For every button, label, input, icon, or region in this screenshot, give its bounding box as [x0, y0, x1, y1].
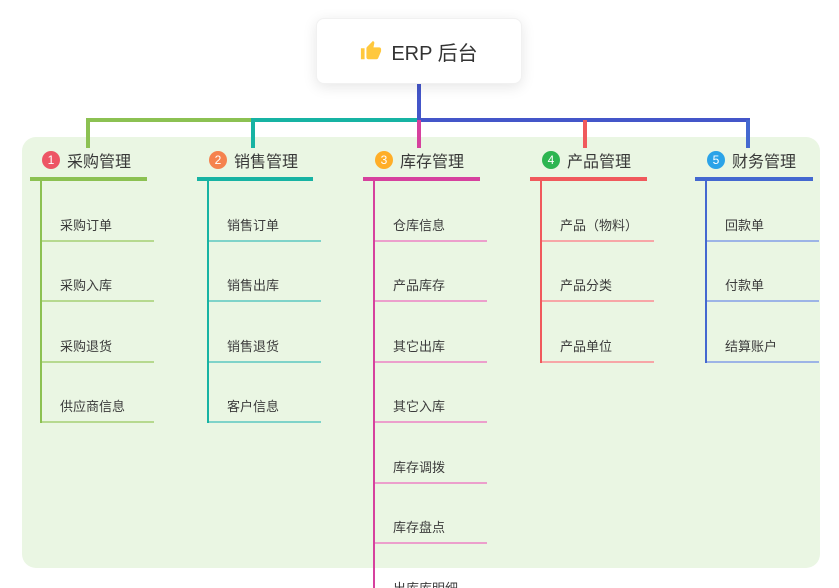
child-node[interactable]: 库存调拨 [375, 423, 487, 484]
root-node[interactable]: ERP 后台 [316, 18, 522, 84]
child-node[interactable]: 产品单位 [542, 302, 654, 363]
child-node-label: 采购退货 [60, 338, 113, 354]
child-node[interactable]: 仓库信息 [375, 181, 487, 242]
child-node[interactable]: 出库库明细 [375, 544, 487, 588]
branch-5-header[interactable]: 5 财务管理 [695, 145, 813, 181]
child-node-label: 库存盘点 [393, 520, 446, 535]
root-stem-line [417, 84, 421, 122]
child-node[interactable]: 供应商信息 [42, 363, 154, 423]
branch-1: 1 采购管理采购订单采购入库采购退货供应商信息 [30, 145, 154, 423]
child-node[interactable]: 客户信息 [209, 363, 321, 423]
child-node[interactable]: 采购退货 [42, 302, 154, 363]
branch-drop-line-5 [746, 120, 750, 148]
branch-drop-line-3 [417, 120, 421, 148]
child-node-label: 其它入库 [393, 399, 446, 414]
branch-4-title: 产品管理 [567, 154, 632, 171]
branches-panel [22, 137, 820, 568]
branch-5: 5 财务管理回款单付款单结算账户 [695, 145, 819, 363]
child-node[interactable]: 采购订单 [42, 181, 154, 242]
branch-3: 3 库存管理仓库信息产品库存其它出库其它入库库存调拨库存盘点出库库明细 [363, 145, 487, 588]
branch-drop-line-2 [251, 120, 255, 148]
child-node-label: 产品单位 [560, 338, 613, 354]
branch-1-title: 采购管理 [67, 154, 132, 171]
connector-segment-1 [86, 118, 255, 122]
branch-3-title: 库存管理 [400, 154, 465, 171]
branch-4-children: 产品（物料） 产品分类产品单位 [540, 181, 654, 363]
child-node-label: 供应商信息 [60, 399, 126, 414]
child-node[interactable]: 结算账户 [707, 302, 819, 363]
child-node-label: 其它出库 [393, 338, 446, 354]
child-node[interactable]: 回款单 [707, 181, 819, 242]
branch-1-badge: 1 [42, 151, 60, 169]
branch-3-badge: 3 [375, 151, 393, 169]
child-node-label: 出库库明细 [393, 580, 459, 588]
branch-4-header[interactable]: 4 产品管理 [530, 145, 647, 181]
branch-2-children: 销售订单销售出库销售退货客户信息 [207, 181, 321, 423]
child-node[interactable]: 其它入库 [375, 363, 487, 423]
branch-4-badge: 4 [542, 151, 560, 169]
child-node[interactable]: 产品分类 [542, 242, 654, 302]
child-node-label: 结算账户 [725, 338, 778, 354]
child-node[interactable]: 付款单 [707, 242, 819, 302]
branch-1-children: 采购订单采购入库采购退货供应商信息 [40, 181, 154, 423]
child-node-label: 付款单 [725, 278, 765, 293]
child-node[interactable]: 其它出库 [375, 302, 487, 363]
child-node[interactable]: 库存盘点 [375, 484, 487, 544]
child-node[interactable]: 产品（物料） [542, 181, 654, 242]
child-node-label: 销售订单 [227, 217, 280, 233]
branch-2: 2 销售管理销售订单销售出库销售退货客户信息 [197, 145, 321, 423]
branch-1-header[interactable]: 1 采购管理 [30, 145, 147, 181]
child-node[interactable]: 销售出库 [209, 242, 321, 302]
branch-drop-line-4 [583, 120, 587, 148]
child-node-label: 销售出库 [227, 278, 280, 293]
connector-segment-2 [251, 118, 421, 122]
child-node-label: 产品库存 [393, 278, 446, 293]
child-node-label: 库存调拨 [393, 459, 446, 475]
child-node-label: 销售退货 [227, 338, 280, 354]
child-node[interactable]: 产品库存 [375, 242, 487, 302]
child-node[interactable]: 销售退货 [209, 302, 321, 363]
branch-5-title: 财务管理 [732, 154, 797, 171]
child-node-label: 回款单 [725, 217, 765, 233]
child-node-label: 仓库信息 [393, 217, 446, 233]
child-node[interactable]: 销售订单 [209, 181, 321, 242]
branch-2-badge: 2 [209, 151, 227, 169]
branch-drop-line-1 [86, 120, 90, 148]
root-label: ERP 后台 [391, 42, 478, 65]
child-node-label: 采购入库 [60, 278, 113, 293]
child-node-label: 产品（物料） [560, 217, 639, 233]
branch-3-children: 仓库信息产品库存其它出库其它入库库存调拨库存盘点出库库明细 [373, 181, 487, 588]
branch-2-header[interactable]: 2 销售管理 [197, 145, 313, 181]
branch-5-children: 回款单付款单结算账户 [705, 181, 819, 363]
branch-3-header[interactable]: 3 库存管理 [363, 145, 480, 181]
child-node-label: 产品分类 [560, 278, 613, 293]
child-node[interactable]: 采购入库 [42, 242, 154, 302]
child-node-label: 采购订单 [60, 217, 113, 233]
thumbs-up-icon [360, 40, 382, 62]
child-node-label: 客户信息 [227, 399, 280, 414]
branch-4: 4 产品管理产品（物料） 产品分类产品单位 [530, 145, 654, 363]
branch-5-badge: 5 [707, 151, 725, 169]
branch-2-title: 销售管理 [234, 154, 299, 171]
